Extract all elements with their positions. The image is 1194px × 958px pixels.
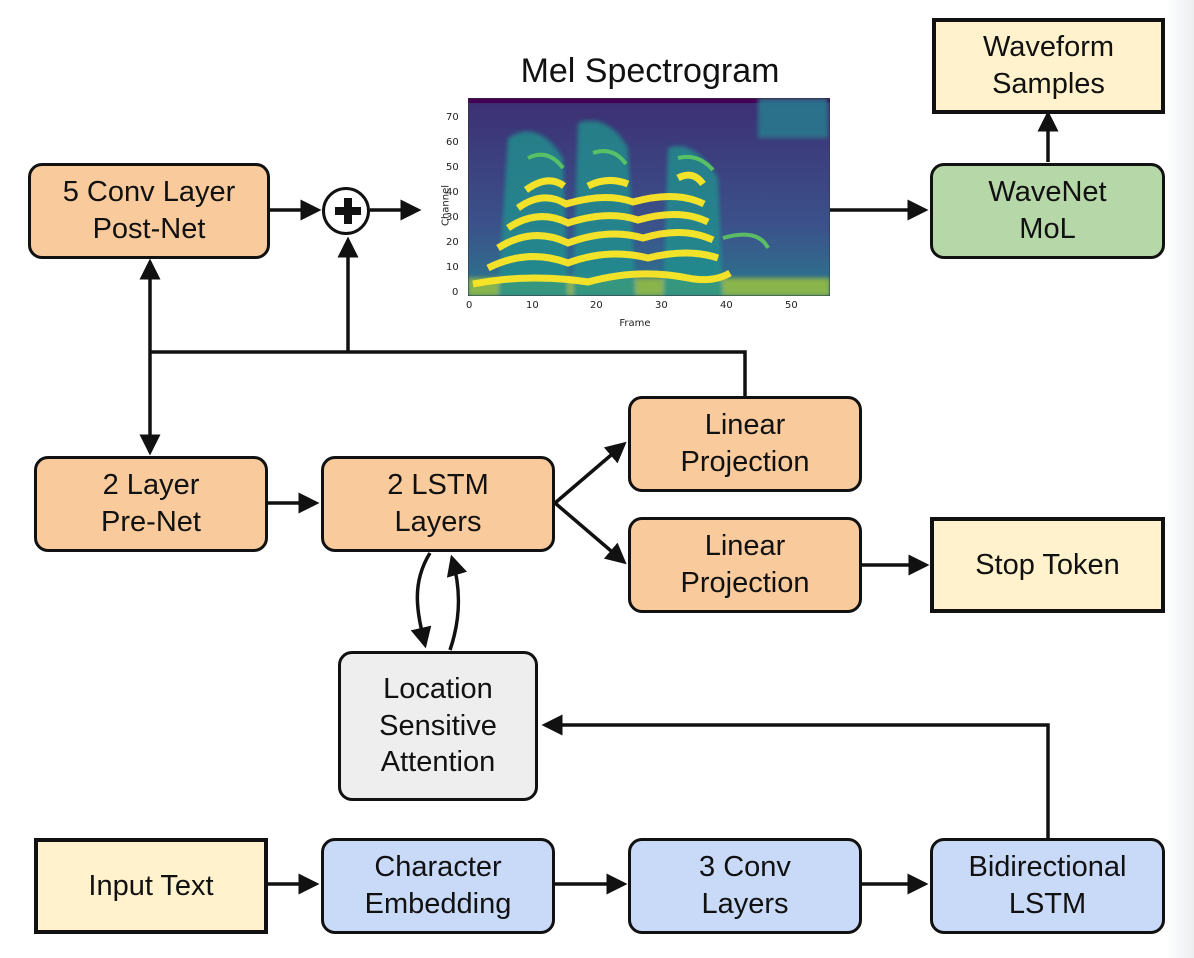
spectrogram-title: Mel Spectrogram (520, 52, 780, 90)
node-label: Linear Projection (680, 530, 810, 599)
post-net-node: 5 Conv Layer Post-Net (28, 163, 270, 259)
pre-net-node: 2 Layer Pre-Net (34, 456, 268, 552)
y-tick: 50 (446, 162, 459, 173)
y-tick: 40 (446, 187, 459, 198)
y-tick: 30 (446, 212, 459, 223)
bidirectional-lstm-node: Bidirectional LSTM (930, 838, 1165, 934)
node-label: Character Embedding (364, 851, 512, 920)
arrow-lstm-to-projection-bottom (553, 501, 627, 565)
y-tick: 0 (452, 287, 459, 298)
linear-projection-top-node: Linear Projection (628, 396, 862, 492)
stop-token-node: Stop Token (930, 517, 1165, 613)
node-label: 5 Conv Layer Post-Net (62, 176, 236, 245)
projection-feedback-bus (150, 350, 747, 396)
arrow-attention-to-lstm (446, 554, 468, 651)
node-label: WaveNet MoL (988, 176, 1107, 245)
linear-projection-bottom-node: Linear Projection (628, 517, 862, 613)
arrow-bilstm-to-attention (541, 714, 1050, 838)
node-label: Waveform Samples (982, 31, 1115, 100)
add-operator-icon (322, 187, 370, 235)
x-tick: 50 (785, 300, 798, 311)
y-tick: 20 (446, 237, 459, 248)
node-label: Input Text (88, 869, 214, 902)
node-label: Location Sensitive Attention (379, 673, 497, 779)
y-tick: 70 (446, 112, 459, 123)
x-tick: 0 (466, 300, 473, 311)
input-text-node: Input Text (34, 838, 268, 934)
node-label: Stop Token (975, 548, 1120, 581)
arrow-lstm-to-projection-top (553, 441, 627, 505)
wavenet-node: WaveNet MoL (930, 163, 1165, 259)
conv-layers-node: 3 Conv Layers (628, 838, 862, 934)
waveform-samples-node: Waveform Samples (932, 18, 1165, 114)
page-edge-shade (1166, 0, 1194, 958)
y-tick: 10 (446, 262, 459, 273)
node-label: 2 Layer Pre-Net (101, 469, 201, 538)
node-label: Linear Projection (680, 409, 810, 478)
attention-node: Location Sensitive Attention (338, 651, 538, 801)
mel-spectrogram-image (468, 98, 830, 296)
x-tick: 20 (590, 300, 603, 311)
arrow-lstm-to-attention (410, 552, 432, 649)
x-tick: 40 (720, 300, 733, 311)
y-axis-label: Channel (440, 184, 452, 227)
x-axis-label: Frame (619, 318, 651, 329)
lstm-layers-node: 2 LSTM Layers (321, 456, 555, 552)
node-label: 2 LSTM Layers (387, 469, 489, 538)
x-tick: 10 (526, 300, 539, 311)
node-label: Bidirectional LSTM (968, 851, 1127, 920)
character-embedding-node: Character Embedding (321, 838, 555, 934)
x-tick: 30 (655, 300, 668, 311)
y-tick: 60 (446, 137, 459, 148)
node-label: 3 Conv Layers (699, 851, 791, 920)
